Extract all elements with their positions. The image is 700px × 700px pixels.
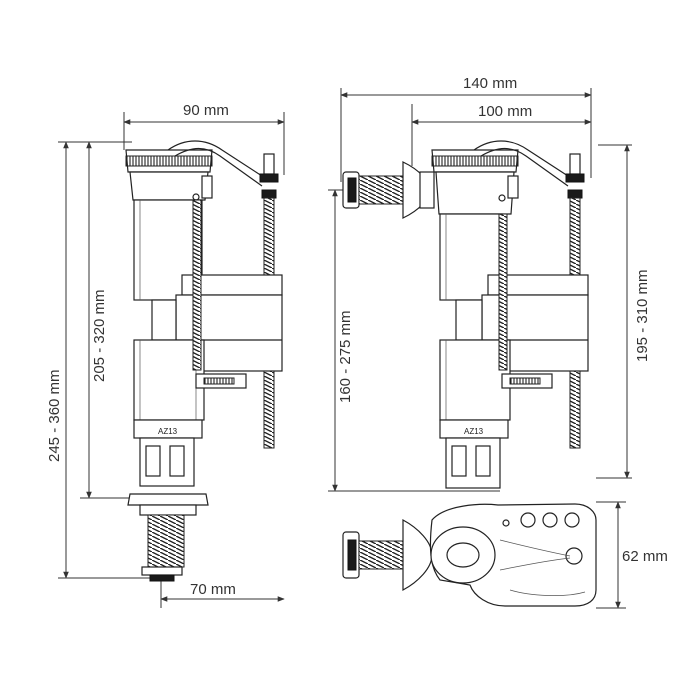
side-height-right-label: 195 - 310 mm — [634, 269, 651, 362]
front-shank-label: 70 mm — [190, 581, 236, 598]
front-total-height-label: 245 - 360 mm — [46, 369, 63, 462]
dimension-front-width: 90 mm — [123, 102, 285, 175]
dimension-side-body-width: 100 mm — [411, 103, 592, 166]
top-depth-label: 62 mm — [622, 548, 668, 565]
valve-top-cap — [125, 140, 263, 201]
dimension-side-total-width: 140 mm — [340, 75, 592, 182]
side-top-cap — [431, 140, 569, 215]
body-marking: AZ13 — [158, 427, 178, 436]
dimension-front-shank: 70 mm — [160, 578, 285, 608]
side-inlet — [342, 161, 435, 219]
side-height-left-label: 160 - 275 mm — [337, 310, 354, 403]
dimension-side-height-right: 195 - 310 mm — [596, 144, 651, 479]
valve-body: AZ13 — [133, 199, 283, 439]
front-width-label: 90 mm — [183, 102, 229, 119]
side-body-width-label: 100 mm — [478, 103, 532, 120]
front-view: 90 mm 245 - 360 mm 205 - 320 mm 70 mm — [46, 102, 285, 608]
side-view: 140 mm 100 mm 160 - 275 mm 195 - 310 mm — [328, 75, 651, 492]
top-body-outline — [429, 503, 597, 607]
side-valve-body: AZ13 — [439, 213, 589, 489]
valve-inlet — [127, 437, 209, 582]
side-body-marking: AZ13 — [464, 427, 484, 436]
side-total-width-label: 140 mm — [463, 75, 517, 92]
top-view: 62 mm — [342, 501, 668, 609]
front-float-height-label: 205 - 320 mm — [91, 289, 108, 382]
dimension-top-depth: 62 mm — [596, 501, 668, 609]
top-inlet — [342, 518, 433, 592]
dimension-front-total-height: 245 - 360 mm — [46, 141, 150, 579]
dimension-front-float-height: 205 - 320 mm — [80, 141, 132, 499]
